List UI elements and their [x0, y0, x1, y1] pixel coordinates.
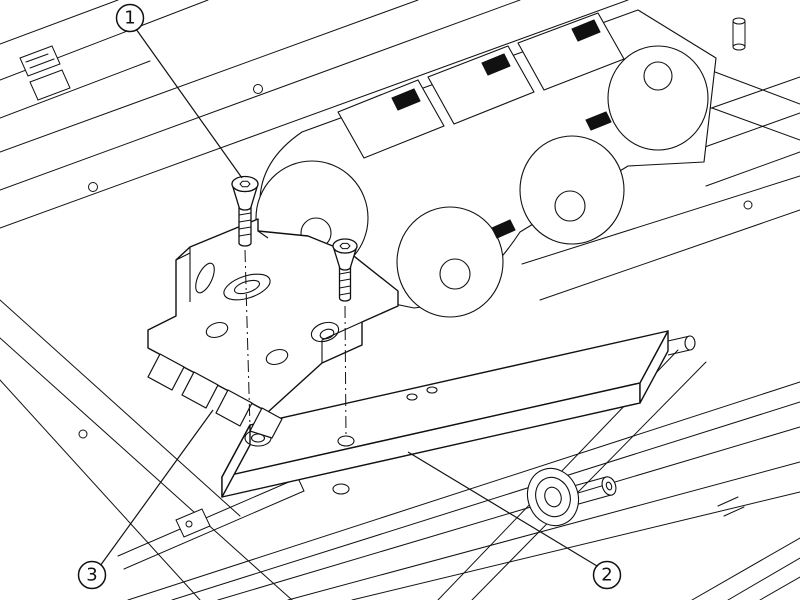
small-hole [406, 393, 418, 401]
screw-centerlines [244, 249, 347, 439]
screw-hole [205, 321, 229, 339]
idler-pulley [526, 467, 617, 527]
plate-left-end [221, 424, 251, 498]
callout-1-label: 1 [124, 8, 135, 29]
callout-1: 1 [115, 3, 243, 179]
slot-hole-inner [233, 279, 261, 295]
callout-3: 3 [77, 409, 214, 590]
callout-3-leader [99, 409, 214, 567]
screw-head-top [231, 175, 259, 193]
plate-pin [667, 335, 696, 356]
screw-threads [238, 212, 252, 237]
screw-hex-socket [239, 180, 251, 188]
callout-1-bubble [115, 3, 145, 33]
callout-3-label: 3 [86, 565, 97, 586]
rail-screw-dots [78, 84, 753, 439]
screw-head-top [332, 238, 358, 254]
callout-2: 2 [407, 451, 622, 590]
slot-hole [223, 273, 271, 301]
small-hole [426, 386, 438, 394]
callout-2-leader [407, 451, 598, 567]
screw-hole [337, 435, 355, 447]
screw-2 [332, 238, 358, 302]
screw-shaft [338, 267, 352, 302]
screw-hole [265, 348, 289, 366]
screw-hole [332, 483, 350, 495]
chain-disk-hole [643, 61, 673, 91]
frame-top-right [711, 17, 800, 141]
callout-2-bubble [592, 560, 622, 590]
cable-drag-chain [255, 9, 717, 318]
plate-right-end [639, 330, 669, 404]
chain-disk-hole [439, 258, 471, 290]
callout-2-label: 2 [601, 565, 612, 586]
screw-hex-socket [339, 242, 351, 250]
frame-bottom-right [691, 496, 800, 600]
screw-threads [339, 271, 351, 296]
bracket-comb-teeth [147, 353, 283, 439]
mount-bracket [147, 218, 399, 439]
bracket-body [147, 218, 399, 413]
chain-top-links [337, 12, 625, 159]
base-plate [221, 330, 696, 498]
frame-upper-rail [0, 0, 800, 301]
callout-1-leader [135, 28, 243, 179]
screw-1 [231, 175, 259, 247]
wall-slot [195, 262, 215, 294]
bracket-holes [195, 262, 340, 366]
plate-holes [244, 386, 438, 495]
chain-side-slots [491, 111, 612, 239]
counterbore-hole-inner [319, 328, 335, 340]
callout-3-bubble [77, 560, 107, 590]
frame-bottom-left [0, 299, 305, 600]
chain-disk-hole [554, 190, 586, 222]
callouts: 1 2 3 [77, 3, 622, 590]
counterbore-hole [310, 321, 340, 343]
screw-shaft [238, 207, 252, 247]
frame-top-left [0, 0, 209, 119]
